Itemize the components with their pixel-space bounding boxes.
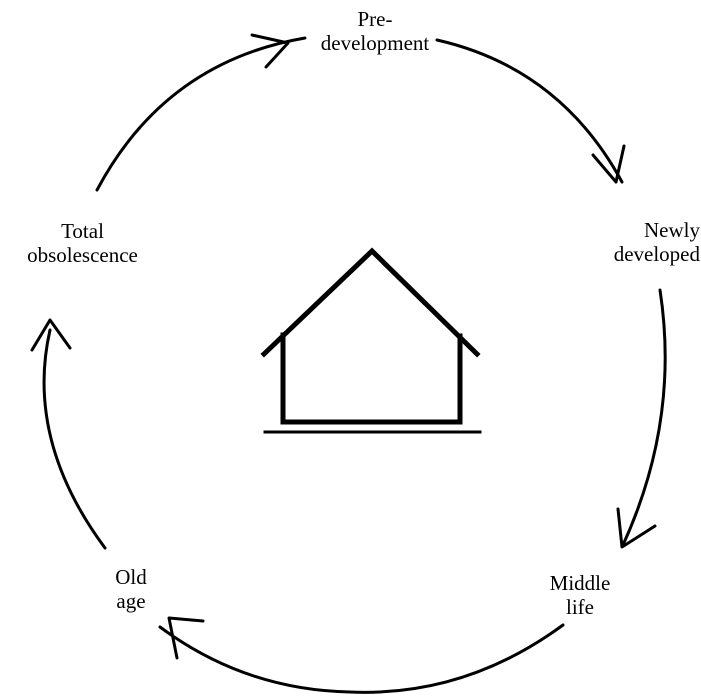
arc-predevelopment-to-newly-developed <box>435 38 624 184</box>
stage-label-newly-developed: Newly developed <box>613 218 700 266</box>
chevron-arrow-icon <box>30 318 72 352</box>
chevron-arrow-icon <box>250 33 290 69</box>
arc-obsolescence-to-predevelopment <box>95 36 307 192</box>
house-icon <box>260 247 482 434</box>
stage-label-middle-life: Middle life <box>549 571 611 619</box>
chevron-arrow-icon <box>167 616 205 660</box>
arc-newly-developed-to-middle-life <box>621 288 667 547</box>
chevron-arrow-icon <box>616 507 657 549</box>
arc-old-age-to-obsolescence <box>42 328 107 550</box>
chevron-arrow-icon <box>591 144 626 184</box>
arc-middle-life-to-old-age <box>158 623 565 694</box>
stage-label-pre-development: Pre- development <box>320 7 430 55</box>
stage-label-old-age: Old age <box>115 565 147 613</box>
stage-label-total-obsolescence: Total obsolescence <box>27 219 138 267</box>
